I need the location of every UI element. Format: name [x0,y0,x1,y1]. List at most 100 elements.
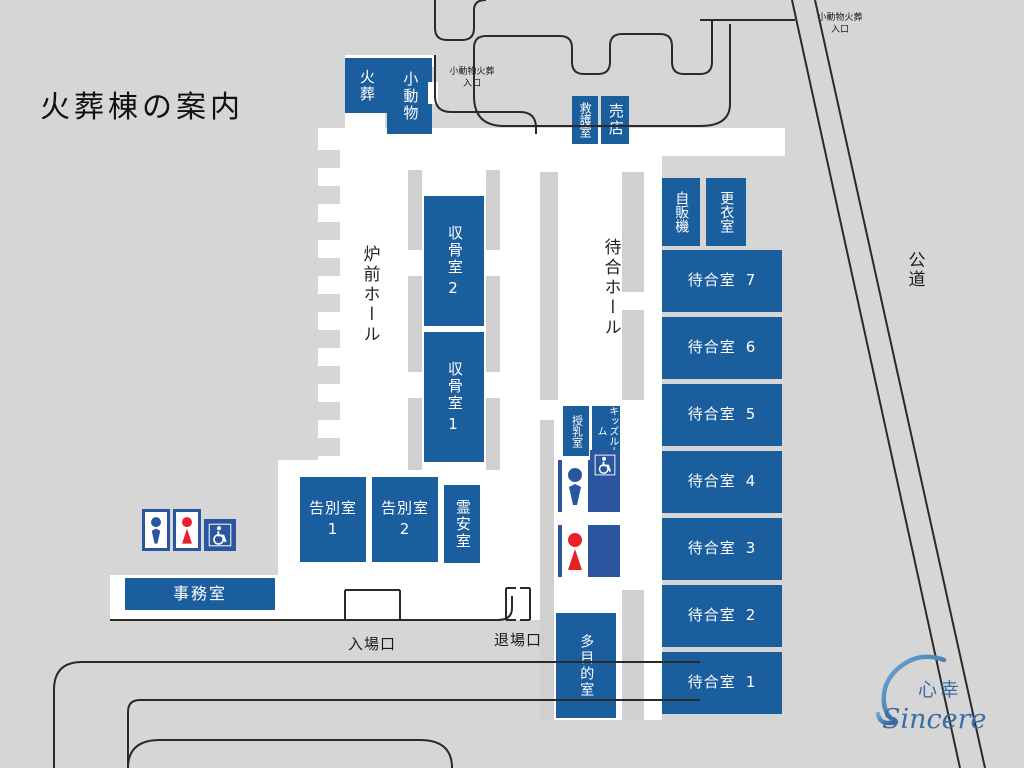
door-gap-waiting [648,536,662,562]
waiting-room-3-label: 待合室 [687,539,736,558]
wheelchair-accessible-icon [594,454,616,476]
door-gap-waiting [648,603,662,629]
corridor-notch [318,294,340,312]
label-small-animal-entrance-road: 小動物火葬 入口 [800,8,880,40]
waiting-room-2-label: 待合室 [687,606,736,625]
company-logo: 心幸 Sincere [866,650,1016,740]
wall-strip-bone-rooms [486,170,500,470]
door-gap [408,250,422,276]
wheelchair-tile-hall[interactable] [590,450,620,480]
room-cremation[interactable]: 火葬 [345,58,387,113]
waiting-room-2-number: 2 [745,606,757,625]
label-line-2: 入口 [830,25,849,35]
room-multipurpose-label: 多目的室 [578,633,595,698]
room-cremation-label: 火葬 [357,68,376,103]
restroom-wheelchair-tile[interactable] [204,519,236,551]
column-block [622,172,644,292]
waiting-room-6[interactable]: 待合室 6 [662,317,782,379]
room-office-label: 事務室 [172,583,227,603]
label-line-1: 小動物火葬 [817,12,863,23]
corridor-notch [318,330,340,348]
restroom-male-block[interactable] [558,460,620,512]
wheelchair-accessible-icon [208,523,232,547]
corridor-notch [318,438,340,456]
page-title: 火葬棟の案内 [40,90,244,125]
label-entrance-gate: 入場口 [347,634,396,653]
room-bone-collection-2[interactable]: 収骨室 2 [424,196,484,326]
corridor-notch [318,402,340,420]
label-furnace-hall: 炉前ホール [359,245,380,345]
room-bone-collection-2-label: 収骨室 [445,224,464,276]
waiting-room-4-number: 4 [745,472,757,491]
waiting-room-2[interactable]: 待合室 2 [662,585,782,647]
female-restroom-icon [176,512,198,548]
door-gap-waiting [648,335,662,361]
waiting-room-1-label: 待合室 [687,673,736,692]
door-gap-waiting [648,268,662,294]
room-mortuary[interactable]: 霊安室 [444,485,480,563]
restroom-female-block[interactable] [558,525,620,577]
room-changing-label: 更衣室 [718,191,735,233]
waiting-room-5-label: 待合室 [687,405,736,424]
room-vending-machine[interactable]: 自販機 [662,178,700,246]
room-farewell-2-label: 告別室 [380,499,429,518]
waiting-room-1[interactable]: 待合室 1 [662,652,782,714]
corridor-notch [318,258,340,276]
room-farewell-2[interactable]: 告別室 2 [372,477,438,562]
waiting-room-6-label: 待合室 [687,338,736,357]
waiting-room-3-number: 3 [745,539,757,558]
door-gap-waiting [648,670,662,696]
label-line-1: 小動物火葬 [449,66,495,77]
room-mortuary-label: 霊安室 [453,498,472,550]
waiting-room-5-number: 5 [745,405,757,424]
restroom-female-tile[interactable] [173,509,201,551]
room-kids-label: キッズルーム [595,406,618,456]
waiting-room-4[interactable]: 待合室 4 [662,451,782,513]
label-exit-gate: 退場口 [493,630,542,649]
waiting-room-3[interactable]: 待合室 3 [662,518,782,580]
room-bone-collection-1[interactable]: 収骨室 1 [424,332,484,462]
room-shop[interactable]: 売店 [601,96,629,144]
logo-kanji: 心幸 [918,679,962,701]
wall-strip-furnace [408,170,422,470]
logo-wordmark: Sincere [882,704,987,735]
room-bone-collection-1-number: 1 [448,414,460,433]
door-gap-waiting [648,469,662,495]
room-farewell-2-number: 2 [399,520,411,538]
corridor-waiting-rooms [644,156,662,720]
corridor-notch [318,222,340,240]
room-changing[interactable]: 更衣室 [706,178,746,246]
door-gap-waiting [648,402,662,428]
room-farewell-1[interactable]: 告別室 1 [300,477,366,562]
room-small-animal-label: 小動物 [401,70,420,122]
label-small-animal-entrance: 小動物火葬 入口 [430,62,514,94]
door-gap [408,372,422,398]
male-restroom-icon [562,460,588,512]
room-vending-label: 自販機 [673,191,690,233]
waiting-room-5[interactable]: 待合室 5 [662,384,782,446]
room-small-animal[interactable]: 小動物 [387,58,432,134]
waiting-room-4-label: 待合室 [687,472,736,491]
room-shop-label: 売店 [606,103,625,137]
column-block [622,590,644,720]
room-bone-collection-1-label: 収骨室 [445,360,464,412]
female-restroom-icon [562,525,588,577]
room-kids[interactable]: キッズルーム [592,406,620,456]
room-nursing-label: 授乳室 [570,414,584,448]
room-bone-collection-2-number: 2 [448,278,460,297]
door-gap [486,372,500,398]
room-office[interactable]: 事務室 [125,578,275,610]
room-multipurpose[interactable]: 多目的室 [556,613,616,718]
male-restroom-icon [145,512,167,548]
column-block [622,310,644,400]
corridor-notch [318,186,340,204]
restroom-male-tile[interactable] [142,509,170,551]
waiting-room-1-number: 1 [745,673,757,692]
waiting-room-7-label: 待合室 [687,271,736,290]
label-waiting-hall: 待合ホール [600,238,621,338]
room-nursing[interactable]: 授乳室 [563,406,589,456]
waiting-room-7[interactable]: 待合室 7 [662,250,782,312]
room-first-aid[interactable]: 救護室 [572,96,598,144]
corridor-notch [318,366,340,384]
room-first-aid-label: 救護室 [578,102,593,138]
